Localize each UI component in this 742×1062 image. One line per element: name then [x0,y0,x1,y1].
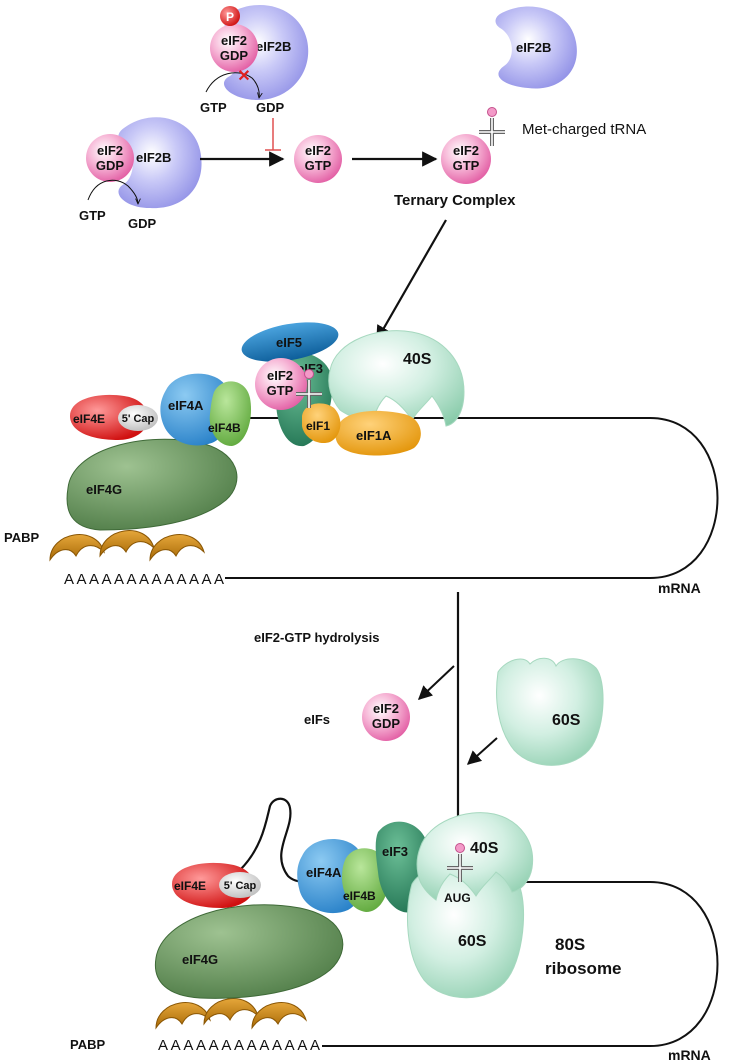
eif4e-upper: eIF4E 5' Cap [70,394,158,440]
gdp-out-label: GDP [256,100,285,115]
ternary-complex-title: Ternary Complex [394,192,516,209]
gdp-out-label: GDP [128,216,157,231]
phosphate-icon [220,6,240,26]
pabp-row-upper [49,530,205,561]
arrow-eifs-release [417,665,455,700]
eifs-label: eIFs [304,712,330,727]
eif2-gdp-bound [86,134,134,182]
eif4g-label: eIF4G [182,952,218,967]
polya-tail: AAAAAAAAAAAAA [158,1037,320,1054]
label-ribosome: ribosome [545,959,622,978]
eif1-upper: eIF1 [302,403,341,444]
eif1a-label: eIF1A [356,428,392,443]
eif2b-label: eIF2B [516,40,551,55]
mrna-label: mRNA [668,1047,711,1062]
met-trna-label: Met-charged tRNA [522,121,646,138]
hydrolysis-label: eIF2-GTP hydrolysis [254,630,379,645]
gtp-label: GTP [453,158,480,173]
polya-tail: AAAAAAAAAAAAA [64,571,224,588]
cap-shape [219,872,261,898]
eif1a-upper: eIF1A [335,410,421,456]
eif4b-label: eIF4B [208,421,241,435]
gdp-label: GDP [220,48,249,63]
ribosome-80s-label: 80S ribosome [545,935,622,978]
eif2-label: eIF2 [305,143,331,158]
ternary-complex: eIF2 GTP Met-charged tRNA Ternary Comple… [394,105,646,209]
cap-label: 5' Cap [122,413,155,425]
eif2-gdp-released: eIF2 GDP [362,693,410,741]
gdp-label: GDP [96,158,125,173]
s60-free: 60S [496,657,604,766]
pabp-shape [251,1002,307,1029]
eif2-gtp: eIF2 GTP [294,135,342,183]
s40-upper: 40S [328,330,465,427]
eif4g-label: eIF4G [86,482,122,497]
eif3-label: eIF3 [382,844,408,859]
eif5-label: eIF5 [276,335,302,350]
eif2-label: eIF2 [221,33,247,48]
s40-label: 40S [470,840,499,857]
pabp-shape [99,530,155,557]
eif4e-lower: eIF4E 5' Cap [172,862,261,908]
s40-bound: 40S AUG [416,812,534,905]
gdp-label: GDP [372,716,401,731]
eif5-upper: eIF5 [241,322,339,362]
eif4a-label: eIF4A [306,865,342,880]
eif2b-label: eIF2B [136,150,171,165]
eif2b-shape [118,117,202,209]
cap-label: 5' Cap [224,880,257,892]
s40-label: 40S [403,351,432,368]
gtp-label: GTP [305,158,332,173]
trna-icon [477,105,507,148]
eif4g-lower: eIF4G [154,904,344,999]
pabp-row-lower [155,998,307,1029]
phospho-eif2-eif2b-complex: eIF2B eIF2 GDP P ✕ GTP GDP [200,4,309,115]
pabp-shape [49,534,105,561]
eif4b-label: eIF4B [343,889,376,903]
eif2-gtp-upper: eIF2 GTP [255,358,324,410]
arrow-to-43s [376,219,447,342]
eif4a-label: eIF4A [168,398,204,413]
exchange-arrow [87,179,138,204]
eif2-label: eIF2 [267,368,293,383]
mrna-label: mRNA [658,580,701,596]
s60-label: 60S [458,933,487,950]
cap-shape [118,405,158,431]
gtp-label: GTP [200,100,227,115]
eif2-label: eIF2 [97,143,123,158]
phosphate-label: P [226,10,234,24]
pabp-shape [149,534,205,561]
aug-label: AUG [444,891,471,905]
eif1-label: eIF1 [306,419,330,433]
gtp-label: GTP [79,208,106,223]
eif2-eif2b-complex: eIF2B eIF2 GDP GTP GDP [79,117,202,231]
exchange-arrow-blocked [205,72,259,98]
s60-bound: 60S [407,870,524,999]
eif2-label: eIF2 [373,701,399,716]
eif4e-label: eIF4E [73,412,105,426]
pabp-shape [155,1002,211,1029]
arrow-60s-join [466,737,498,765]
eif2-gdp-inhibited [210,24,258,72]
free-eif2b: eIF2B [495,6,577,89]
eif4e-label: eIF4E [174,879,206,893]
pabp-label: PABP [4,530,39,545]
eif4g-upper: eIF4G [66,438,238,531]
s60-label: 60S [552,712,581,729]
inhibition-line [265,118,281,151]
eif2b-label: eIF2B [256,39,291,54]
gtp-label: GTP [267,383,294,398]
label-80s: 80S [555,935,585,954]
block-x-icon: ✕ [237,68,250,85]
pabp-shape [203,998,259,1025]
eif2-label: eIF2 [453,143,479,158]
eif4b-upper: eIF4B [208,381,252,446]
mrna-loop-lower [239,797,719,1047]
pabp-label: PABP [70,1037,105,1052]
